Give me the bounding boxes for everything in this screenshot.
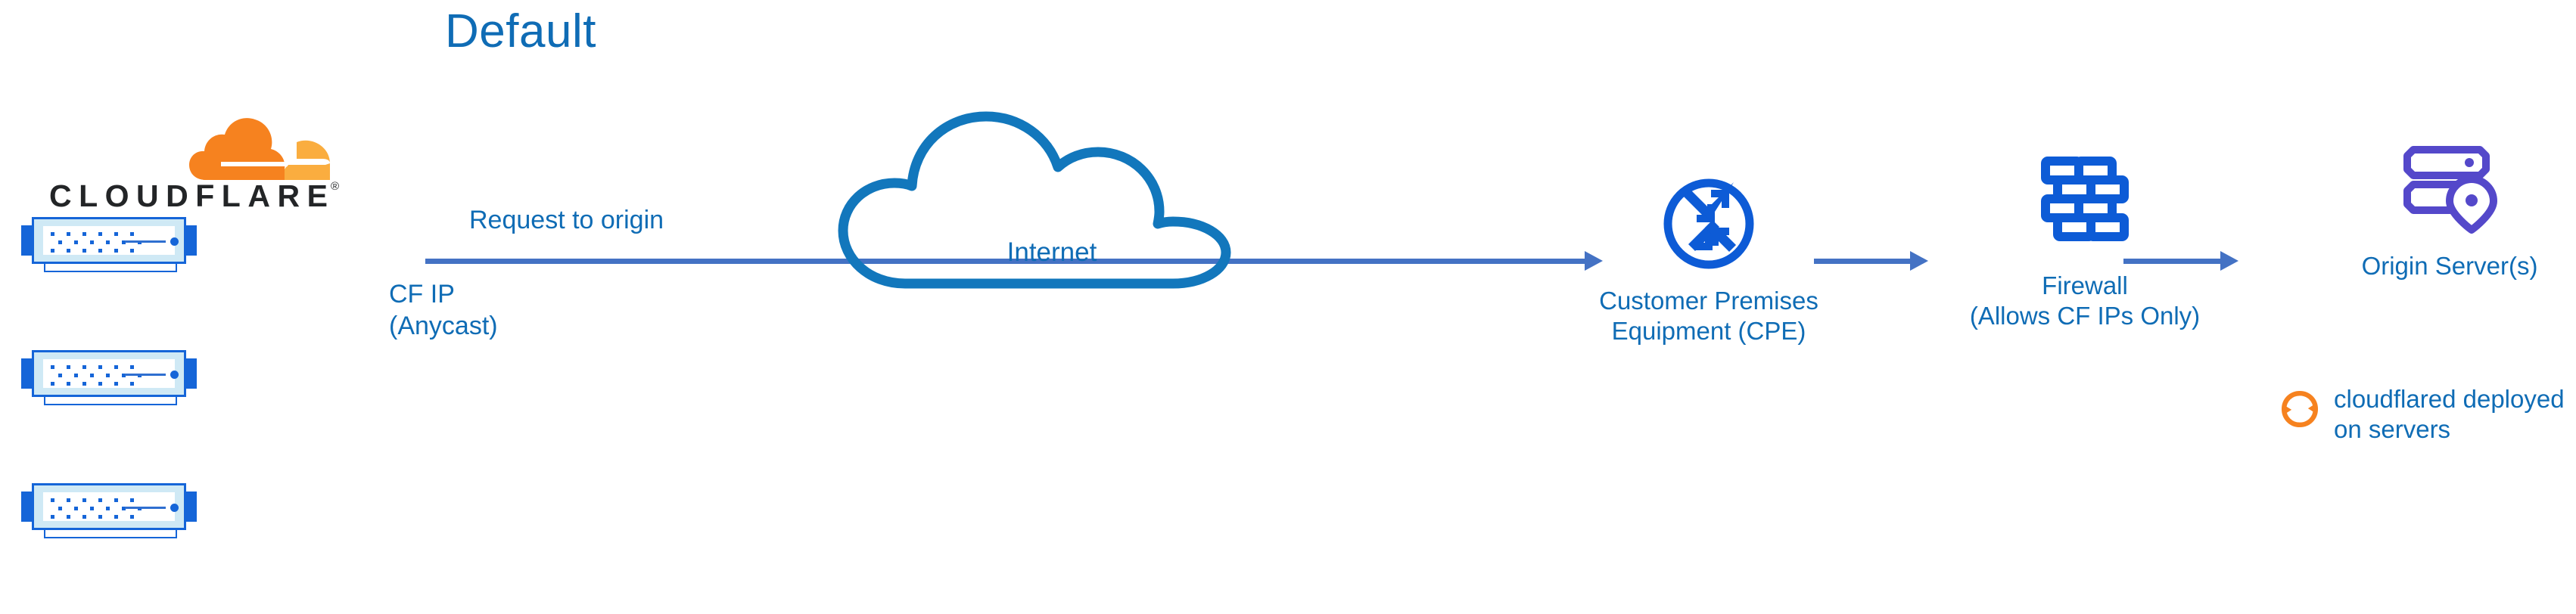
cloudflare-cloud-logo-icon: [189, 118, 330, 180]
internet-node: Internet: [832, 106, 1271, 295]
edge-to-cpe-arrow-line: [425, 259, 1585, 264]
registered-trademark-mark: ®: [331, 180, 340, 193]
server-base-shadow: [44, 263, 177, 272]
server-faceplate: [43, 359, 179, 388]
server-rack-ear-right: [185, 492, 197, 522]
server-rack-ear-left: [21, 492, 33, 522]
cloudflare-wordmark: CLOUDFLARE: [49, 178, 335, 213]
brick-wall-icon: [2041, 157, 2129, 241]
server-faceplate: [43, 226, 179, 255]
edge-to-cpe-arrow-head: [1585, 251, 1603, 271]
server-led-icon: [170, 237, 179, 246]
page-title: Default: [445, 5, 596, 57]
origin-label: Origin Server(s): [2361, 252, 2538, 280]
request-to-origin-label: Request to origin: [469, 206, 664, 234]
sync-refresh-icon: [2281, 390, 2319, 428]
internet-label: Internet: [1006, 237, 1097, 267]
firewall-to-origin-arrow-head: [2220, 251, 2238, 271]
cpe-to-firewall-arrow-head: [1910, 251, 1928, 271]
firewall-label: Firewall (Allows CF IPs Only): [1891, 271, 2279, 331]
server-base-shadow: [44, 396, 177, 405]
server-base-shadow: [44, 529, 177, 538]
list-item: [21, 483, 197, 542]
router-icon: [1663, 178, 1754, 269]
firewall-node: Firewall (Allows CF IPs Only): [1891, 151, 2279, 331]
cloudflared-annotation: cloudflared deployed on servers: [2278, 384, 2573, 445]
firewall-label-line-2: (Allows CF IPs Only): [1969, 302, 2201, 330]
cpe-label-line-1: Customer Premises: [1599, 287, 1818, 315]
origin-node: Origin Server(s): [2325, 138, 2574, 281]
server-led-icon: [170, 504, 179, 512]
server-rack-ear-right: [185, 358, 197, 389]
server-status-line: [125, 374, 166, 376]
cloudflare-logo: CLOUDFLARE ®: [30, 113, 341, 213]
cpe-to-firewall-arrow-line: [1814, 259, 1910, 264]
cpe-label-line-2: Equipment (CPE): [1611, 317, 1806, 345]
server-rack-ear-left: [21, 225, 33, 256]
server-rack-ear-left: [21, 358, 33, 389]
server-led-icon: [170, 371, 179, 379]
list-item: [21, 217, 197, 276]
server-chassis: [32, 483, 186, 530]
server-status-line: [125, 240, 166, 243]
server-status-line: [125, 507, 166, 509]
cloudflared-label: cloudflared deployed on servers: [2334, 385, 2565, 443]
server-chassis: [32, 217, 186, 264]
server-faceplate: [43, 492, 179, 521]
cloud-outline-icon: [838, 111, 1231, 289]
cpe-label: Customer Premises Equipment (CPE): [1557, 286, 1860, 346]
firewall-label-line-1: Firewall: [2042, 271, 2128, 299]
cpe-node: Customer Premises Equipment (CPE): [1557, 175, 1860, 346]
server-chassis: [32, 350, 186, 397]
server-rack-ear-right: [185, 225, 197, 256]
server-rack-location-pin-icon: [2403, 146, 2497, 234]
list-item: [21, 350, 197, 409]
firewall-to-origin-arrow-line: [2123, 259, 2220, 264]
cf-ip-anycast-label: CF IP (Anycast): [389, 280, 498, 340]
